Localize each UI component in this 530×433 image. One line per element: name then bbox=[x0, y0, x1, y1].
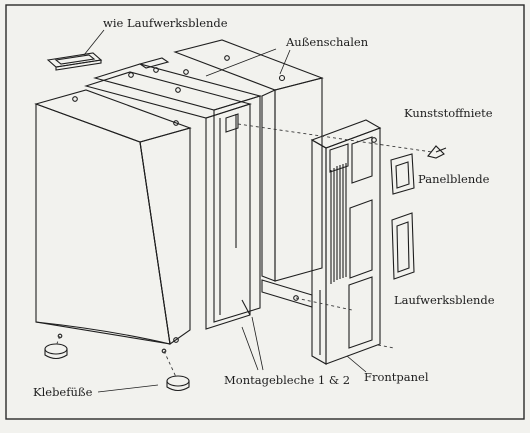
adhesive-foot-right bbox=[166, 375, 190, 392]
figure-frame bbox=[5, 4, 525, 420]
leader-aussenschalen-2 bbox=[279, 49, 291, 75]
outer-shell-left bbox=[34, 89, 192, 354]
leader-wie-laufwerksblende bbox=[83, 29, 105, 56]
outer-shell-right bbox=[173, 39, 324, 308]
drive-blende-part bbox=[391, 212, 415, 280]
front-panel bbox=[310, 119, 382, 365]
assembly-line-panel bbox=[377, 344, 395, 349]
adhesive-foot-left bbox=[44, 343, 68, 360]
assembly-line-foot-right bbox=[163, 350, 177, 378]
label-montagebleche: Montagebleche 1 & 2 bbox=[224, 373, 350, 387]
label-frontpanel: Frontpanel bbox=[364, 370, 429, 384]
assembly-line-foot-left bbox=[55, 335, 61, 347]
label-wie-laufwerksblende: wie Laufwerksblende bbox=[103, 16, 228, 30]
small-blende-plate bbox=[46, 52, 103, 71]
leader-frontpanel bbox=[346, 355, 367, 373]
leader-aussenschalen-1 bbox=[205, 48, 277, 77]
leader-montagebleche-1 bbox=[241, 326, 259, 371]
label-klebefuesse: Klebefüße bbox=[33, 385, 93, 399]
assembly-line-rivet bbox=[237, 123, 433, 153]
leader-montagebleche-2 bbox=[251, 316, 264, 371]
label-laufwerksblende: Laufwerksblende bbox=[394, 293, 495, 307]
label-panelblende: Panelblende bbox=[418, 172, 490, 186]
leader-klebefuesse bbox=[97, 384, 159, 393]
assembly-line-flange bbox=[295, 297, 353, 311]
mounting-plates bbox=[84, 57, 263, 330]
label-kunststoffniete: Kunststoffniete bbox=[404, 106, 493, 120]
label-aussenschalen: Außenschalen bbox=[285, 35, 369, 49]
panel-blende-part bbox=[390, 153, 415, 195]
plastic-rivet bbox=[427, 145, 447, 159]
